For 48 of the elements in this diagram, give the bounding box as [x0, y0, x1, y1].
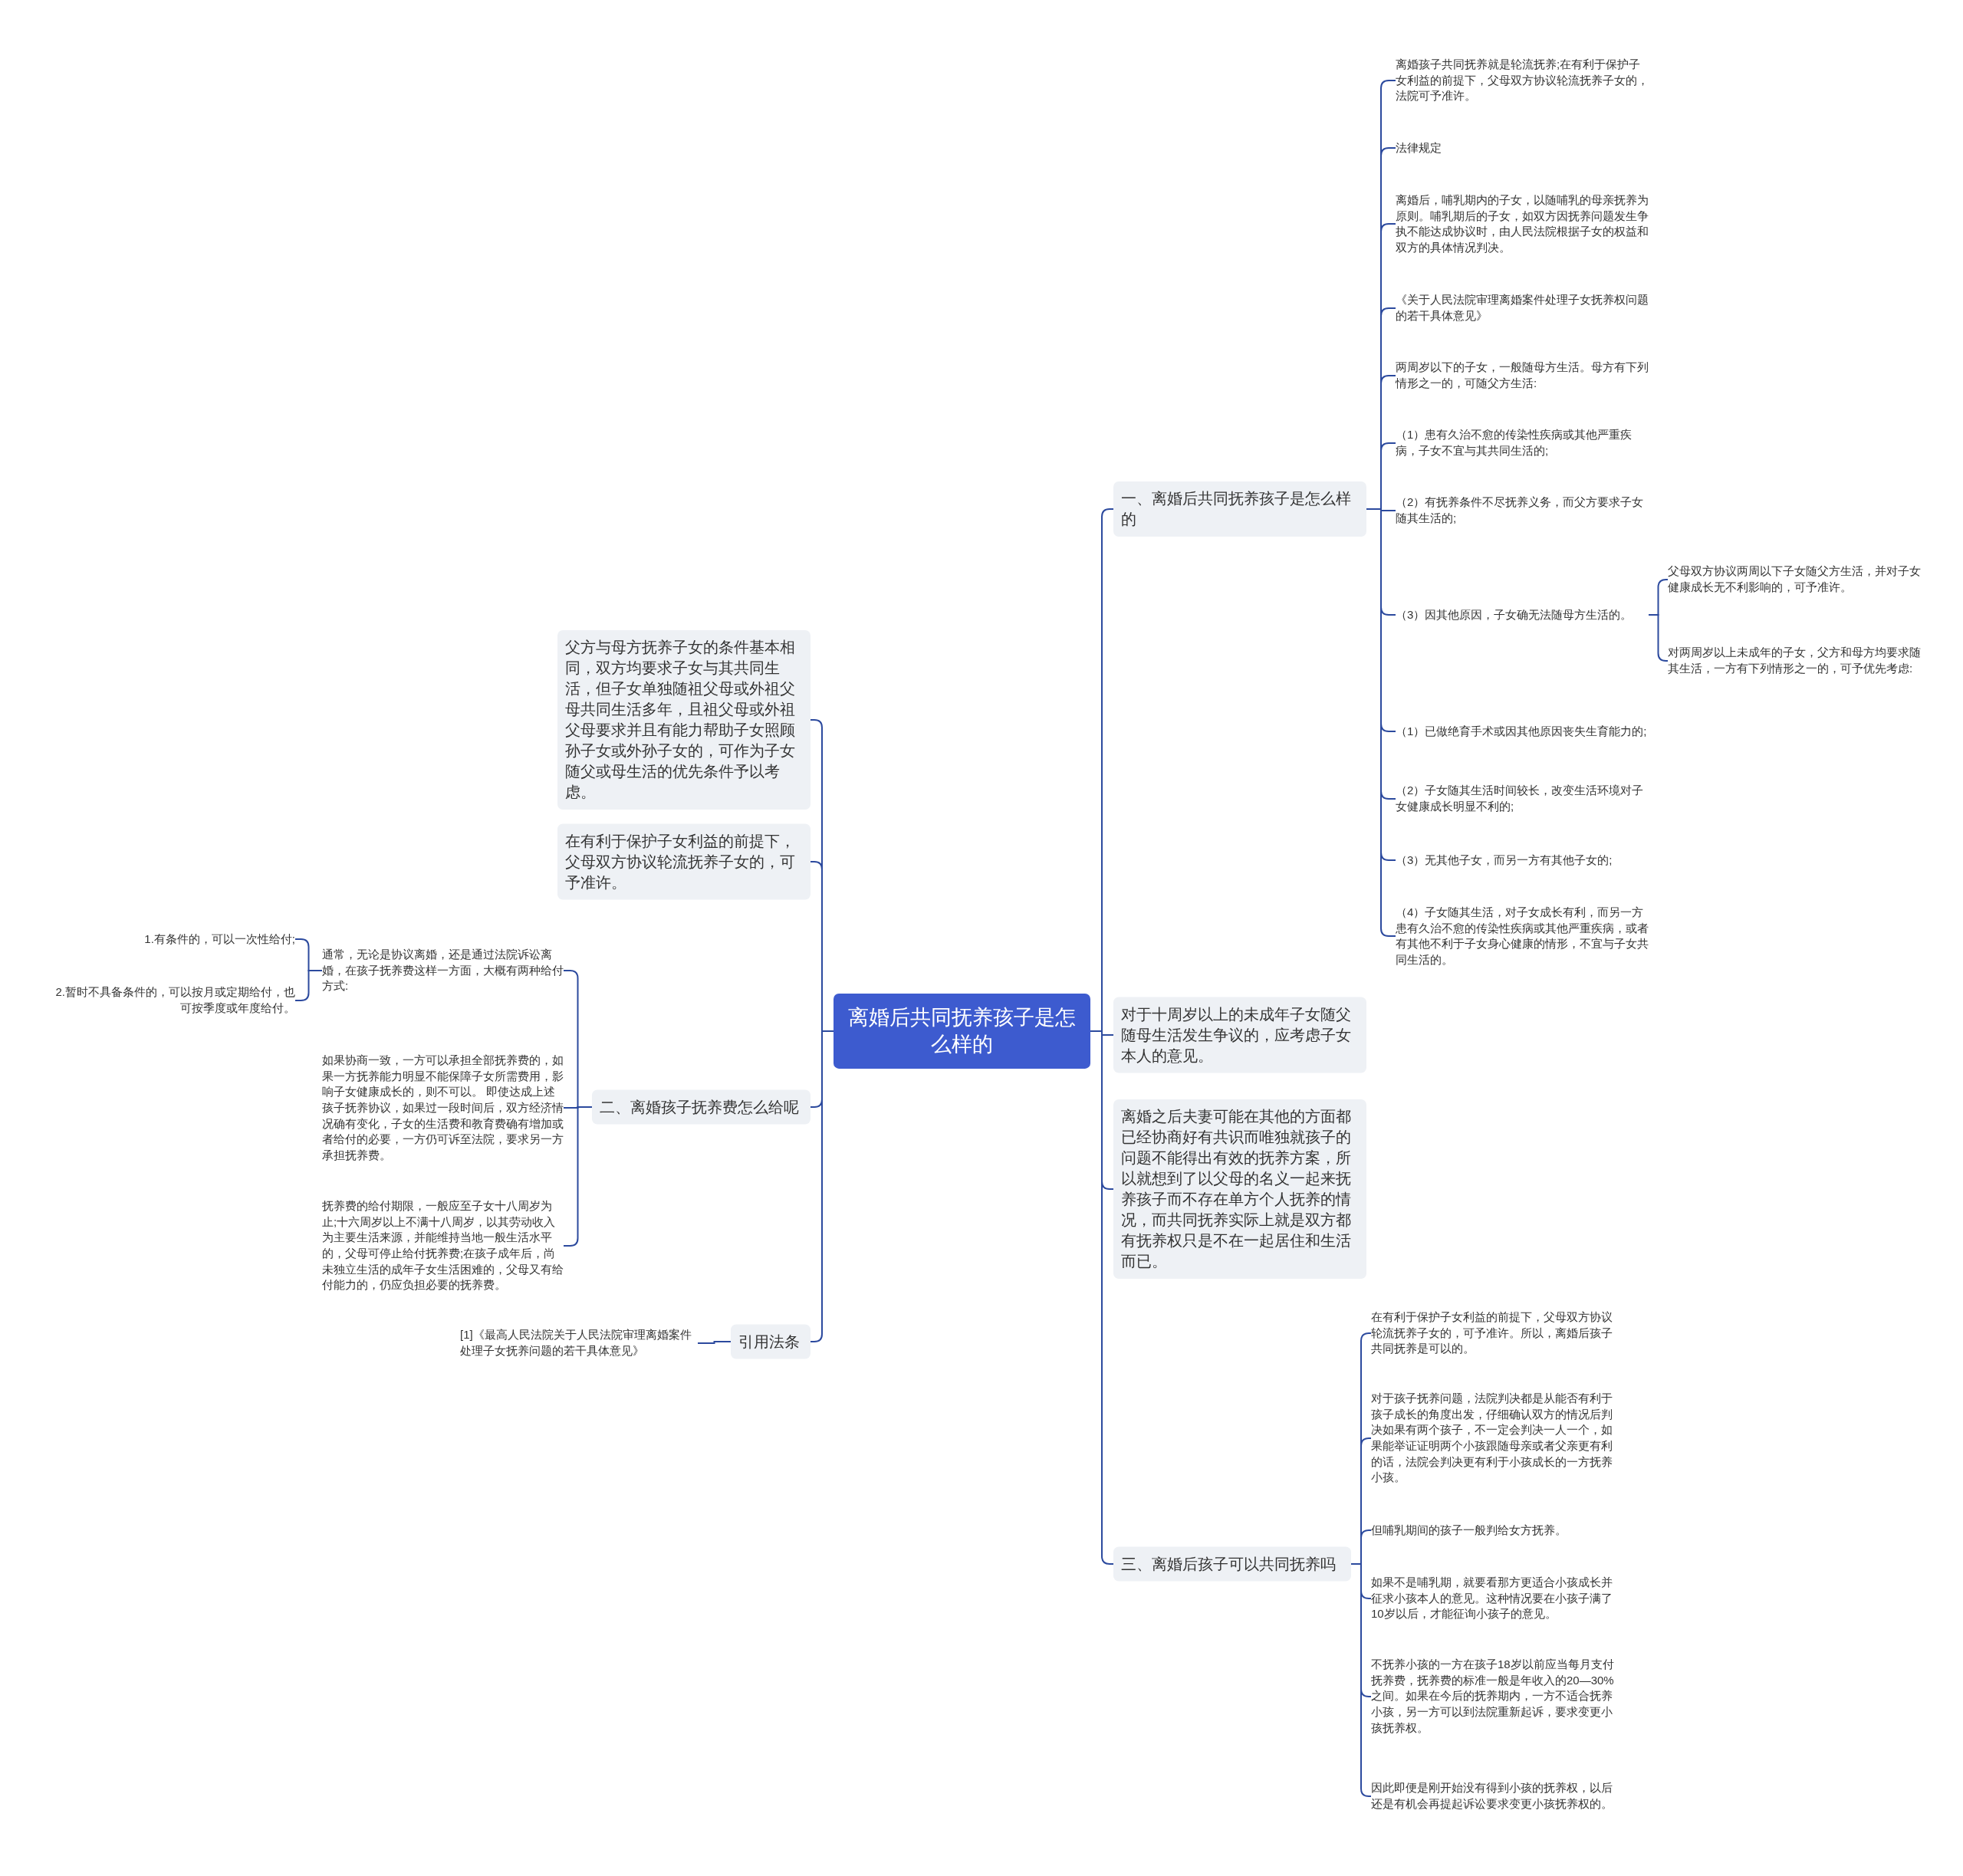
- topic-text: 对于十周岁以上的未成年子女随父随母生活发生争议的，应考虑子女本人的意见。: [1121, 1004, 1352, 1066]
- topic-box: [557, 630, 811, 810]
- note-text: （2）子女随其生活时间较长，改变生活环境对子女健康成长明显不利的;: [1396, 783, 1649, 815]
- note-text: 法律规定: [1396, 140, 1649, 156]
- topic-text: 父方与母方抚养子女的条件基本相同，双方均要求子女与其共同生活，但子女单独随祖父母或外祖父母共同生活多年，且祖父母或外祖父母要求并且有能力帮助子女照顾孙子女或外孙子女的，可作为子女随父或母生活的优先条件予以考虑。: [565, 638, 796, 802]
- connector-line: [1648, 614, 1669, 662]
- connector-line: [294, 970, 323, 1001]
- note-text: 对于孩子抚养问题，法院判决都是从能否有利于孩子成长的角度出发，仔细确认双方的情况后判决如果有两个孩子，不一定会判决一人一个，如果能举证证明两个小孩跟随母亲或者父亲更有利的话，法院会判决更有利于小孩成长的一方抚养小孩。: [1371, 1390, 1620, 1487]
- topic-text: 引用法条: [738, 1332, 801, 1352]
- central-topic-box: [834, 993, 1090, 1069]
- note-text: （3）无其他子女，而另一方有其他子女的;: [1396, 852, 1649, 869]
- note-text: 父母双方协议两周以下子女随父方生活，并对子女健康成长无不利影响的，可予准许。: [1668, 563, 1921, 596]
- topic-text: 三、离婚后孩子可以共同抚养吗: [1121, 1554, 1337, 1574]
- note-text: （2）有抚养条件不尽抚养义务，而父方要求子女随其生活的;: [1396, 494, 1649, 527]
- note-text: 如果不是哺乳期，就要看那方更适合小孩成长并征求小孩本人的意见。这种情况要在小孩子满了10岁以后，才能征询小孩子的意见。: [1371, 1574, 1620, 1623]
- note-text: 对两周岁以上未成年的子女，父方和母方均要求随其生活，一方有下列情形之一的，可予优先考虑:: [1668, 645, 1921, 677]
- topic-box: [731, 1324, 811, 1359]
- note-text: 两周岁以下的子女，一般随母方生活。母方有下列情形之一的，可随父方生活:: [1396, 360, 1649, 392]
- note-text: 不抚养小孩的一方在孩子18岁以前应当每月支付抚养费，抚养费的标准一般是年收入的20—30%之间。如果在今后的抚养期内，一方不适合抚养小孩，另一方可以到法院重新起诉，要求变更小孩抚养权。: [1371, 1657, 1620, 1736]
- topic-text: 在有利于保护子女利益的前提下，父母双方协议轮流抚养子女的，可予准许。: [565, 831, 796, 892]
- topic-text: 离婚之后夫妻可能在其他的方面都已经协商好有共识而唯独就孩子的问题不能得出有效的抚养方案，所以就想到了以父母的名义一起来抚养孩子而不存在单方个人抚养的情况，而共同抚养实际上就是双方都有抚养权只是不在一起居住和生活而已。: [1121, 1107, 1352, 1271]
- note-text: （4）子女随其生活，对子女成长有利，而另一方患有久治不愈的传染性疾病或其他严重疾病，或者有其他不利于子女身心健康的情形，不宜与子女共同生活的。: [1396, 904, 1649, 968]
- note-text: 离婚孩子共同抚养就是轮流抚养;在有利于保护子女利益的前提下，父母双方协议轮流抚养子女的，法院可予准许。: [1396, 56, 1649, 105]
- note-text: 离婚后，哺乳期内的子女，以随哺乳的母亲抚养为原则。哺乳期后的子女，如双方因抚养问题发生争执不能达成协议时，由人民法院根据子女的权益和双方的具体情况判决。: [1396, 192, 1649, 256]
- note-text: 通常，无论是协议离婚，还是通过法院诉讼离婚，在孩子抚养费这样一方面，大概有两种给付方式:: [322, 946, 564, 995]
- topic-box: [592, 1089, 811, 1125]
- note-text: 因此即便是刚开始没有得到小孩的抚养权，以后还是有机会再提起诉讼要求变更小孩抚养权的。: [1371, 1780, 1620, 1812]
- note-text: （1）患有久治不愈的传染性疾病或其他严重疾病，子女不宜与其共同生活的;: [1396, 427, 1649, 459]
- topic-text: 一、离婚后共同抚养孩子是怎么样的: [1121, 489, 1352, 529]
- note-text: [1]《最高人民法院关于人民法院审理离婚案件处理子女抚养问题的若干具体意见》: [460, 1327, 698, 1359]
- connector-line: [1350, 1563, 1372, 1797]
- note-text: 《关于人民法院审理离婚案件处理子女抚养权问题的若干具体意见》: [1396, 292, 1649, 324]
- note-text: 抚养费的给付期限，一般应至子女十八周岁为止;十六周岁以上不满十八周岁，以其劳动收入为主要生活来源，并能维持当地一般生活水平的，父母可停止给付抚养费;在孩子成年后，尚未独立生活的成年子女生活困难的，父母又有给付能力的，仍应负担必要的抚养费。: [322, 1198, 564, 1294]
- topic-box: [1113, 1099, 1366, 1279]
- note-text: （1）已做绝育手术或因其他原因丧失生育能力的;: [1396, 723, 1649, 740]
- topic-box: [1113, 997, 1366, 1073]
- note-text: 2.暂时不具备条件的，可以按月或定期给付，也可按季度或年度给付。: [46, 984, 295, 1017]
- note-text: 1.有条件的，可以一次性给付;: [46, 931, 295, 948]
- connector-line: [697, 1341, 732, 1344]
- topic-text: 二、离婚孩子抚养费怎么给呢: [600, 1097, 800, 1117]
- topic-box: [1113, 481, 1366, 537]
- note-text: 在有利于保护子女利益的前提下，父母双方协议轮流抚养子女的，可予准许。所以，离婚后孩子共同抚养是可以的。: [1371, 1309, 1620, 1358]
- note-text: 如果协商一致，一方可以承担全部抚养费的，如果一方抚养能力明显不能保障子女所需费用，影响子女健康成长的，则不可以。 即使达成上述孩子抚养协议，如果过一段时间后，双方经济情况确有变化，子女的生活费和教育费确有增加或者给付的必要，一方仍可诉至法院，要求另一方承担抚养费。: [322, 1052, 564, 1164]
- topic-box: [1113, 1546, 1351, 1582]
- note-text: 但哺乳期间的孩子一般判给女方抚养。: [1371, 1522, 1620, 1539]
- note-text: （3）因其他原因，子女确无法随母方生活的。: [1396, 606, 1649, 623]
- topic-box: [557, 823, 811, 900]
- central-topic-text: 离婚后共同抚养孩子是怎么样的: [847, 1004, 1077, 1057]
